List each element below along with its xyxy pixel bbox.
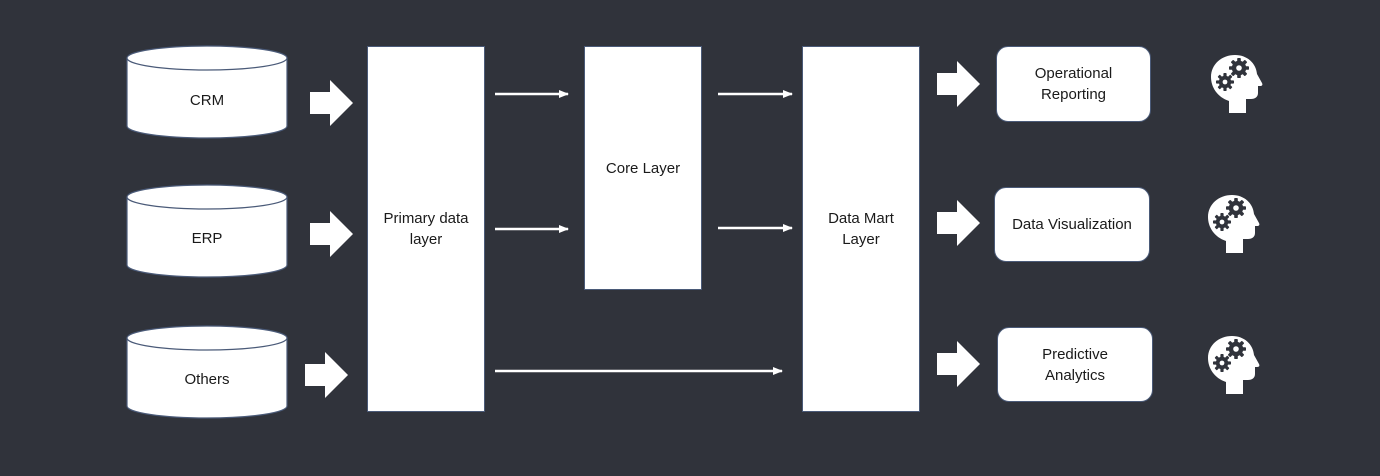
- output-predictive-analytics: Predictive Analytics: [997, 327, 1153, 402]
- source-label-erp: ERP: [191, 230, 223, 247]
- cylinder-crm: [126, 45, 288, 139]
- head-with-gears-icon: [1208, 195, 1260, 253]
- data-mart-layer: Data Mart Layer: [802, 46, 920, 412]
- primary-data-layer-label: Primary data layer: [383, 210, 469, 248]
- block-arrow-icon: [937, 61, 980, 107]
- cylinder-erp: [126, 184, 288, 278]
- core-layer-label: Core Layer: [605, 159, 681, 177]
- source-label-others: Others: [184, 371, 230, 388]
- output-operational-reporting: Operational Reporting: [996, 46, 1151, 122]
- head-with-gears-icon: [1208, 336, 1260, 394]
- output-label: Data Visualization: [1012, 216, 1132, 233]
- block-arrow-icon: [310, 211, 353, 257]
- source-label-crm: CRM: [189, 92, 225, 109]
- head-with-gears-icon: [1211, 55, 1263, 113]
- cylinder-others: [126, 325, 288, 419]
- block-arrow-icon: [305, 352, 348, 398]
- data-mart-layer-label: Data Mart Layer: [828, 210, 894, 248]
- primary-data-layer: Primary data layer: [367, 46, 485, 412]
- output-label: Predictive Analytics: [1042, 345, 1108, 384]
- output-data-visualization: Data Visualization: [994, 187, 1150, 262]
- output-label: Operational Reporting: [1034, 65, 1113, 103]
- core-layer: Core Layer: [584, 46, 702, 290]
- block-arrow-icon: [937, 341, 980, 387]
- block-arrow-icon: [937, 200, 980, 246]
- block-arrow-icon: [310, 80, 353, 126]
